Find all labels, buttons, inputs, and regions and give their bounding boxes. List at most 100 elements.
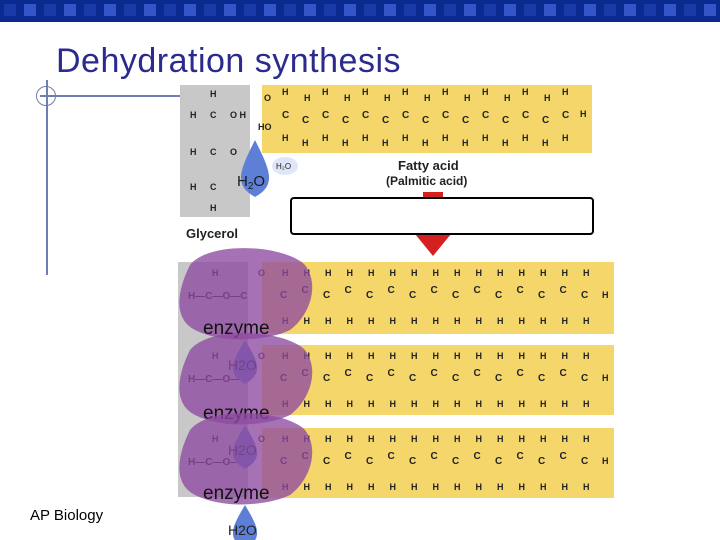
atom-label: C bbox=[409, 373, 416, 384]
atom-label: H bbox=[562, 351, 569, 361]
atom-label: H bbox=[325, 351, 332, 361]
atom-label: H bbox=[384, 93, 391, 103]
atom-label: C bbox=[366, 456, 373, 467]
atom-label: C bbox=[409, 290, 416, 301]
atom-label: C bbox=[495, 456, 502, 467]
atom-label: H bbox=[562, 133, 569, 143]
atom-label: H bbox=[482, 87, 489, 97]
header-tile bbox=[564, 4, 576, 16]
atom-label: H bbox=[562, 87, 569, 97]
atom-label: H bbox=[583, 268, 590, 278]
atom-label: C bbox=[382, 115, 389, 126]
atom-label: C bbox=[323, 456, 330, 467]
header-tile bbox=[404, 4, 416, 16]
header-pattern bbox=[4, 4, 716, 16]
header-tile bbox=[524, 4, 536, 16]
footer-label: AP Biology bbox=[30, 507, 104, 524]
slide-title: Dehydration synthesis bbox=[56, 42, 402, 80]
atom-label: H bbox=[325, 316, 332, 326]
atom-label: H bbox=[462, 138, 469, 148]
header-tile bbox=[244, 4, 256, 16]
header-tile bbox=[504, 4, 516, 16]
atom-label: H bbox=[519, 434, 526, 444]
header-tile bbox=[4, 4, 16, 16]
atom-label: H bbox=[347, 399, 354, 409]
atom-label: H bbox=[562, 434, 569, 444]
header-tile bbox=[184, 4, 196, 16]
atom-label: H bbox=[602, 290, 609, 300]
atom-label: H bbox=[304, 399, 311, 409]
atom-label: C bbox=[560, 368, 567, 379]
atom-label: C bbox=[323, 373, 330, 384]
atom-label: O H bbox=[230, 110, 246, 120]
atom-label: H bbox=[422, 138, 429, 148]
atom-label: C bbox=[538, 290, 545, 301]
atom-label: H bbox=[368, 316, 375, 326]
atom-label: H bbox=[433, 268, 440, 278]
atom-label: H bbox=[433, 351, 440, 361]
water-small-icon bbox=[272, 157, 298, 175]
atom-label: H bbox=[522, 87, 529, 97]
atom-label: H bbox=[347, 482, 354, 492]
atom-label: H bbox=[210, 203, 217, 213]
atom-label: H bbox=[390, 399, 397, 409]
atom-label: H bbox=[433, 399, 440, 409]
atom-label: C bbox=[431, 451, 438, 462]
atom-label: H bbox=[342, 138, 349, 148]
fatty-acid-sublabel: (Palmitic acid) bbox=[386, 174, 467, 188]
atom-label: H bbox=[347, 316, 354, 326]
atom-label: H bbox=[454, 351, 461, 361]
header-tile bbox=[424, 4, 436, 16]
atom-label: H bbox=[602, 373, 609, 383]
atom-label: C bbox=[462, 115, 469, 126]
atom-label: H bbox=[347, 351, 354, 361]
crosshair-icon bbox=[36, 86, 56, 106]
atom-label: H bbox=[454, 482, 461, 492]
atom-label: C bbox=[538, 456, 545, 467]
atom-label: C bbox=[538, 373, 545, 384]
atom-label: C bbox=[210, 182, 217, 192]
atom-label: H bbox=[382, 138, 389, 148]
header-tile bbox=[204, 4, 216, 16]
atom-label: H bbox=[325, 268, 332, 278]
atom-label: C bbox=[581, 456, 588, 467]
atom-label: C bbox=[431, 285, 438, 296]
atom-label: H bbox=[562, 316, 569, 326]
atom-label: H bbox=[522, 133, 529, 143]
header-tile bbox=[124, 4, 136, 16]
atom-label: C bbox=[581, 290, 588, 301]
atom-label: H bbox=[476, 434, 483, 444]
atom-label: H bbox=[519, 351, 526, 361]
atom-label: H bbox=[583, 482, 590, 492]
atom-label: H bbox=[504, 93, 511, 103]
header-tile bbox=[624, 4, 636, 16]
atom-label: H bbox=[304, 316, 311, 326]
atom-label: H bbox=[411, 399, 418, 409]
atom-label: C bbox=[342, 115, 349, 126]
fatty-acid-row-3 bbox=[262, 428, 614, 498]
atom-label: C bbox=[345, 451, 352, 462]
water-drop-icon bbox=[233, 505, 257, 540]
atom-label: H bbox=[502, 138, 509, 148]
atom-label: C bbox=[402, 110, 409, 121]
atom-label: H bbox=[497, 399, 504, 409]
atom-label: H bbox=[411, 316, 418, 326]
atom-label: C bbox=[210, 147, 217, 157]
vertical-rule bbox=[46, 80, 48, 275]
atom-label: C bbox=[345, 285, 352, 296]
blank-label-box bbox=[290, 197, 594, 235]
atom-label: H bbox=[210, 89, 217, 99]
header-tile bbox=[284, 4, 296, 16]
atom-label: H bbox=[497, 351, 504, 361]
header-tile bbox=[344, 4, 356, 16]
atom-label: C bbox=[495, 373, 502, 384]
atom-label: H bbox=[454, 268, 461, 278]
atom-label: C bbox=[495, 290, 502, 301]
atom-label: C bbox=[210, 110, 217, 120]
atom-label: H bbox=[497, 268, 504, 278]
header-tile bbox=[144, 4, 156, 16]
atom-label: C bbox=[366, 373, 373, 384]
atom-label: H bbox=[282, 133, 289, 143]
atom-label: C bbox=[431, 368, 438, 379]
atom-label: H bbox=[519, 482, 526, 492]
